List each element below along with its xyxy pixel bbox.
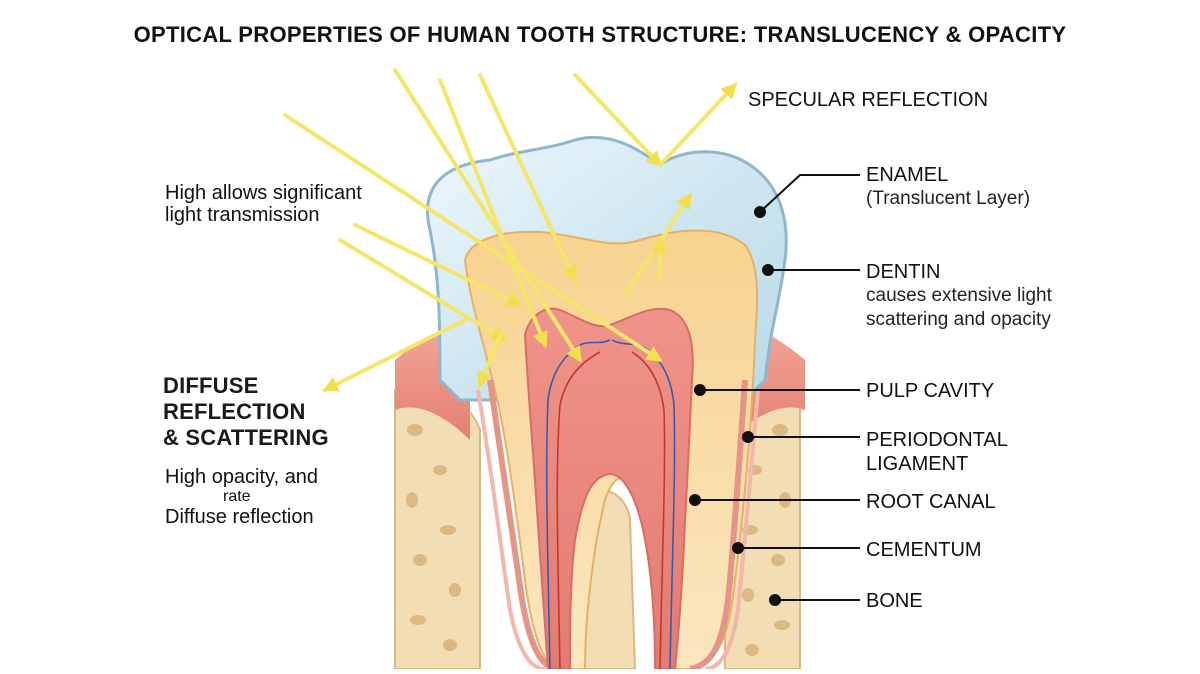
label-light-transmission: High allows significant light transmissi… (165, 182, 362, 226)
cementum-outline (487, 379, 748, 672)
label-transmission-line-1: High allows significant (165, 182, 362, 204)
periodontal-ligament (476, 389, 760, 671)
label-opacity-line-2: rate (223, 488, 251, 505)
label-cementum: CEMENTUM (866, 539, 982, 561)
label-diffuse-line-1: DIFFUSE (163, 373, 259, 398)
diagram-title: OPTICAL PROPERTIES OF HUMAN TOOTH STRUCT… (133, 22, 1067, 47)
label-opacity: High opacity, and rate Diffuse reflectio… (165, 466, 318, 528)
light-rays (283, 68, 738, 392)
bone-pores (406, 424, 791, 656)
label-enamel: ENAMEL (Translucent Layer) (866, 163, 1030, 211)
label-transmission-line-2: light transmission (165, 204, 320, 226)
label-dentin-sub-1: causes extensive light (866, 285, 1052, 306)
label-dentin-sub-2: scattering and opacity (866, 309, 1051, 330)
label-pdl-line-2: LIGAMENT (866, 453, 969, 475)
pulp-vessels (545, 339, 676, 670)
label-diffuse-line-3: & SCATTERING (163, 425, 329, 450)
label-opacity-line-1: High opacity, and (165, 466, 319, 488)
label-specular-reflection: SPECULAR REFLECTION (748, 89, 989, 111)
label-pdl-line-1: PERIODONTAL (866, 429, 1008, 451)
label-diffuse-line-2: REFLECTION (163, 399, 306, 424)
label-root-canal: ROOT CANAL (866, 491, 996, 513)
label-enamel-sub: (Translucent Layer) (866, 188, 1031, 209)
label-diffuse-reflection: DIFFUSE REFLECTION & SCATTERING (163, 373, 329, 451)
label-bone: BONE (866, 590, 923, 612)
label-pulp-cavity: PULP CAVITY (866, 380, 995, 402)
label-dentin-title: DENTIN (866, 261, 941, 283)
leader-lines (689, 174, 860, 606)
label-enamel-title: ENAMEL (866, 164, 949, 186)
label-dentin: DENTIN causes extensive light scattering… (866, 260, 1052, 332)
label-periodontal-ligament: PERIODONTAL LIGAMENT (866, 428, 1008, 476)
pulp-cavity (523, 307, 694, 670)
label-opacity-line-3: Diffuse reflection (165, 506, 314, 528)
